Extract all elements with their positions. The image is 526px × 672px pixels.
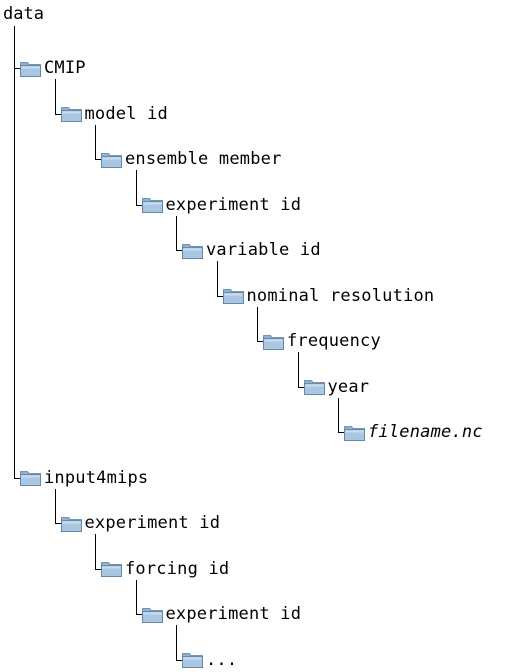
folder-label: ... [206,649,238,670]
connector-horizontal [338,432,346,434]
folder-icon [263,333,284,350]
folder-icon [141,196,163,213]
folder-icon [20,60,41,77]
folder-label: ensemble member [125,149,282,169]
folder-node: variable id [182,239,321,261]
folder-icon [20,469,41,486]
connector-vertical [176,625,178,660]
folder-node: forcing id [101,558,229,580]
folder-icon [101,560,122,577]
connector-vertical [95,124,97,159]
folder-label: experiment id [165,604,302,624]
connector-vertical [54,79,56,114]
folder-node: year [303,376,370,398]
connector-horizontal [135,204,144,206]
connector-vertical [176,215,178,250]
connector-horizontal [135,614,144,616]
folder-node: filename.nc [344,421,483,443]
folder-label: experiment id [165,194,302,215]
folder-icon [222,287,244,304]
folder-node: nominal resolution [222,285,435,307]
connector-horizontal [176,659,184,661]
folder-label: frequency [287,331,381,351]
folder-label: CMIP [44,58,86,78]
connector-horizontal [95,568,103,570]
folder-icon [182,651,203,668]
folder-label: forcing id [125,558,230,579]
folder-node: ... [182,649,237,671]
folder-icon [344,424,365,441]
connector-horizontal [176,250,184,252]
folder-label: experiment id [84,513,221,533]
folder-label: input4mips [44,467,149,488]
connector-vertical [338,397,340,432]
folder-label: variable id [206,240,321,260]
folder-label: filename.nc [368,422,483,442]
folder-node: experiment id [60,512,221,534]
connector-horizontal [216,295,225,297]
folder-node: frequency [263,330,381,352]
connector-vertical [95,534,97,569]
folder-label: model id [84,103,168,124]
folder-node: experiment id [141,603,302,625]
connector-horizontal [54,523,63,525]
connector-horizontal [14,477,22,479]
folder-label: year [327,376,370,397]
folder-icon [182,242,203,259]
connector-horizontal [54,113,63,115]
connector-vertical [297,352,299,387]
folder-icon [60,105,82,122]
connector-horizontal [95,159,103,161]
tree-root-label: data [3,4,44,24]
connector-horizontal [297,386,306,388]
folder-node: experiment id [141,194,302,216]
connector-vertical [257,306,259,341]
connector-vertical [135,170,137,205]
folder-node: ensemble member [101,148,282,170]
connector-vertical [14,26,16,68]
connector-vertical [14,68,16,478]
connector-horizontal [14,68,22,70]
connector-vertical [54,488,56,523]
connector-horizontal [257,341,265,343]
folder-icon [101,151,122,168]
folder-label: nominal resolution [246,285,435,306]
connector-vertical [135,579,137,614]
folder-node: model id [60,103,168,125]
connector-vertical [216,261,218,296]
folder-icon [60,515,82,532]
folder-icon [303,378,325,395]
folder-node: input4mips [20,467,148,489]
folder-node: CMIP [20,57,86,79]
folder-icon [141,606,163,623]
